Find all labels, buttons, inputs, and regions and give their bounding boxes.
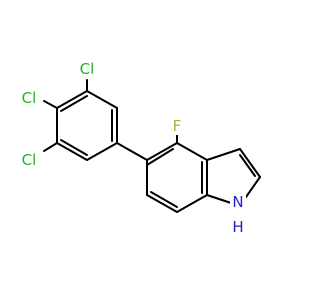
indole-nh-hydrogen: H	[231, 218, 245, 236]
bond	[146, 142, 178, 161]
bond	[86, 90, 118, 109]
svg-text:F: F	[173, 117, 182, 135]
chlorine-atom-middle: Cl	[18, 89, 40, 107]
svg-text:Cl: Cl	[80, 60, 95, 78]
fluorine-atom: F	[170, 117, 184, 135]
bond	[116, 142, 148, 161]
bond	[43, 142, 58, 152]
bond	[56, 142, 88, 161]
bond	[239, 148, 261, 178]
bond	[60, 139, 88, 156]
svg-text:H: H	[232, 218, 243, 236]
svg-text:Cl: Cl	[22, 89, 37, 107]
bond	[176, 142, 208, 161]
svg-text:Cl: Cl	[22, 151, 37, 169]
svg-text:N: N	[232, 193, 243, 211]
bond	[176, 194, 208, 213]
bond	[60, 95, 88, 112]
bond	[245, 176, 261, 198]
bond	[239, 154, 256, 177]
bonds	[43, 79, 261, 213]
structure-canvas: Cl Cl Cl F N H	[18, 60, 261, 236]
indole-nitrogen-atom: N	[230, 193, 246, 211]
bond	[43, 100, 58, 109]
bond	[206, 194, 232, 204]
chlorine-atom-bottom: Cl	[18, 151, 40, 169]
bond	[206, 148, 241, 161]
bond	[150, 191, 178, 208]
chlorine-atom-top: Cl	[76, 60, 98, 78]
bond	[56, 90, 88, 109]
bond	[146, 148, 174, 166]
bond	[86, 142, 118, 161]
bond	[146, 194, 178, 213]
atom-labels: Cl Cl Cl F N H	[18, 60, 246, 236]
